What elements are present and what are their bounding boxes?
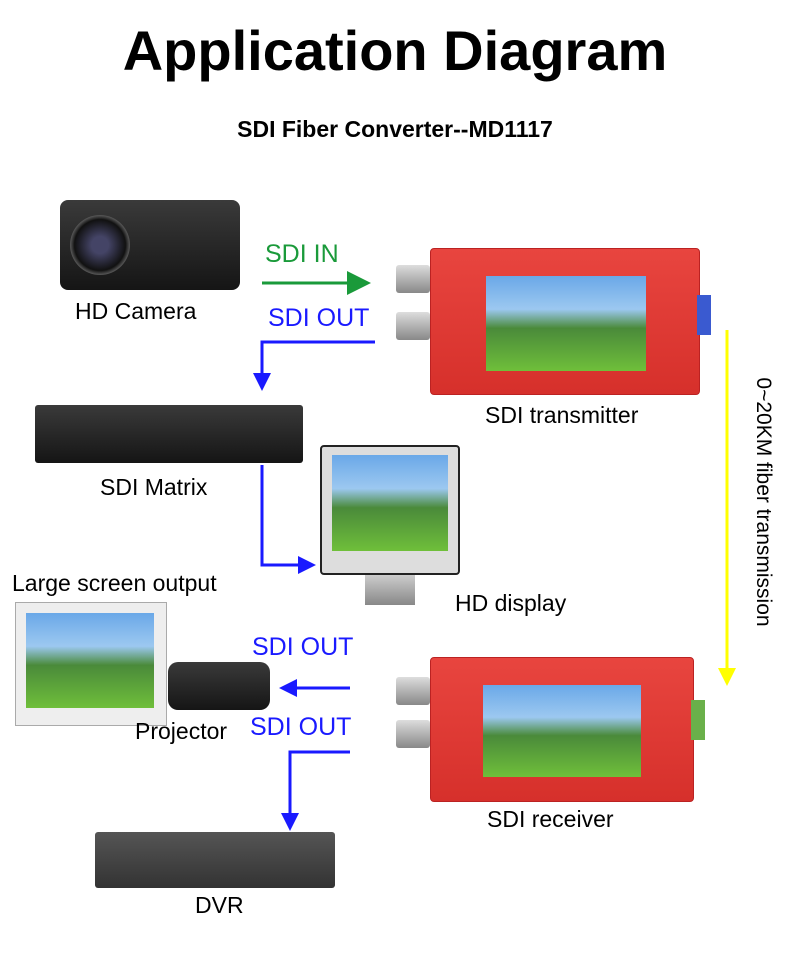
sdi-out-dvr-label: SDI OUT [250, 713, 352, 741]
hd-display-image [320, 445, 460, 615]
sdi-out-to-matrix-arrow [253, 340, 375, 391]
dvr-label: DVR [195, 892, 244, 918]
sdi-transmitter-label: SDI transmitter [485, 402, 639, 428]
bnc-connector-icon [396, 720, 430, 748]
sdi-out-tx-label: SDI OUT [268, 304, 370, 332]
to-dvr-arrow [281, 750, 350, 831]
bnc-connector-icon [396, 677, 430, 705]
sdi-matrix-label: SDI Matrix [100, 474, 208, 500]
page-title: Application Diagram [122, 19, 668, 82]
projection-screen-image [15, 602, 167, 726]
sdi-in-label: SDI IN [265, 240, 339, 268]
sdi-out-projector-label: SDI OUT [252, 633, 354, 661]
projector-label: Projector [135, 718, 228, 744]
fiber-transmission-text: 0~20KM fiber transmission [752, 377, 775, 627]
hd-camera-label: HD Camera [75, 298, 197, 324]
hd-camera-image [60, 200, 240, 290]
fiber-transmission-label: 0~20KM fiber transmission [748, 340, 775, 670]
large-screen-label: Large screen output [12, 570, 217, 596]
dvr-image [95, 832, 335, 888]
projector-image [168, 662, 270, 710]
bnc-connector-icon [396, 265, 430, 293]
bnc-connector-icon [396, 312, 430, 340]
sdi-transmitter-image [430, 248, 700, 395]
page-subtitle: SDI Fiber Converter--MD1117 [237, 116, 553, 142]
sdi-receiver-label: SDI receiver [487, 806, 614, 832]
sdi-receiver-image [430, 657, 694, 802]
fiber-port-icon [691, 700, 705, 740]
sdi-matrix-image [35, 405, 303, 463]
matrix-to-display-arrow [260, 465, 316, 574]
fiber-port-icon [697, 295, 711, 335]
hd-display-label: HD display [455, 590, 567, 616]
